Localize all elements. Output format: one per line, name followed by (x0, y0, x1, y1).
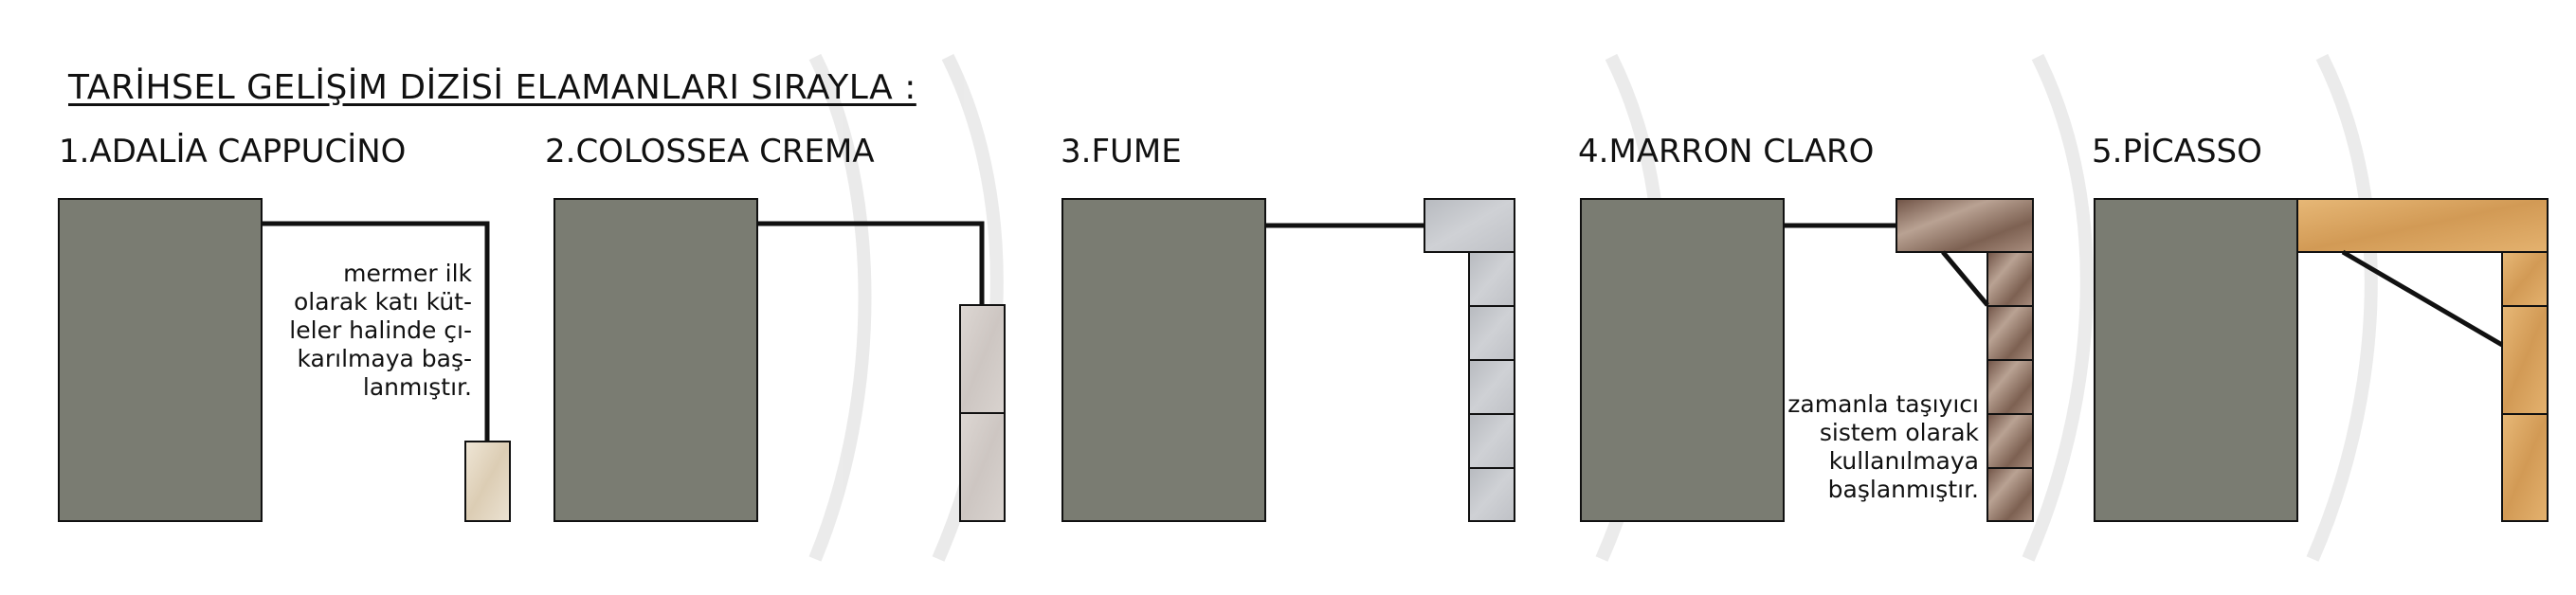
item-label-3: 3.FUME (1061, 133, 1182, 171)
wall-block (58, 198, 263, 522)
marble-cap (2296, 198, 2549, 253)
marble-block (959, 304, 1006, 414)
marble-block (1986, 251, 2034, 307)
marble-block (1986, 359, 2034, 415)
page-title: TARİHSEL GELİŞİM DİZİSİ ELAMANLARI SIRAY… (68, 68, 916, 107)
marble-block (2501, 251, 2549, 307)
marble-block (464, 441, 511, 522)
wall-block (1061, 198, 1266, 522)
diagram-adalia-cappucino (58, 198, 511, 522)
marble-block (2501, 305, 2549, 415)
marble-block (1986, 413, 2034, 469)
diagram-fume (1061, 198, 1515, 522)
wall-block (2094, 198, 2298, 522)
diagram-marron-claro (1580, 198, 2034, 522)
marble-block (1468, 305, 1515, 361)
marble-block (2501, 413, 2549, 522)
note-load-bearing: zamanla taşıyıcı sistem olarak kullanılm… (1787, 390, 1979, 503)
item-label-4: 4.MARRON CLARO (1578, 133, 1875, 171)
marble-block (1986, 467, 2034, 522)
diagonal-brace (1941, 250, 1989, 307)
marble-block (1468, 467, 1515, 522)
marble-block (1468, 251, 1515, 307)
note-solid-blocks: mermer ilk olarak katı küt- leler halind… (289, 260, 472, 401)
wall-block (553, 198, 758, 522)
diagram-picasso (2094, 198, 2549, 522)
marble-block (1468, 359, 1515, 415)
marble-cap (1424, 198, 1515, 253)
connector-line (757, 221, 985, 305)
marble-block (1986, 305, 2034, 361)
marble-block (959, 412, 1006, 522)
marble-block (1468, 413, 1515, 469)
item-label-2: 2.COLOSSEA CREMA (545, 133, 875, 171)
item-label-1: 1.ADALİA CAPPUCİNO (59, 133, 407, 171)
item-label-5: 5.PİCASSO (2092, 133, 2262, 171)
connector-line (262, 221, 490, 442)
diagonal-brace (2341, 249, 2504, 348)
wall-block (1580, 198, 1785, 522)
diagram-colossea-crema (553, 198, 1006, 522)
marble-cap (1896, 198, 2034, 253)
